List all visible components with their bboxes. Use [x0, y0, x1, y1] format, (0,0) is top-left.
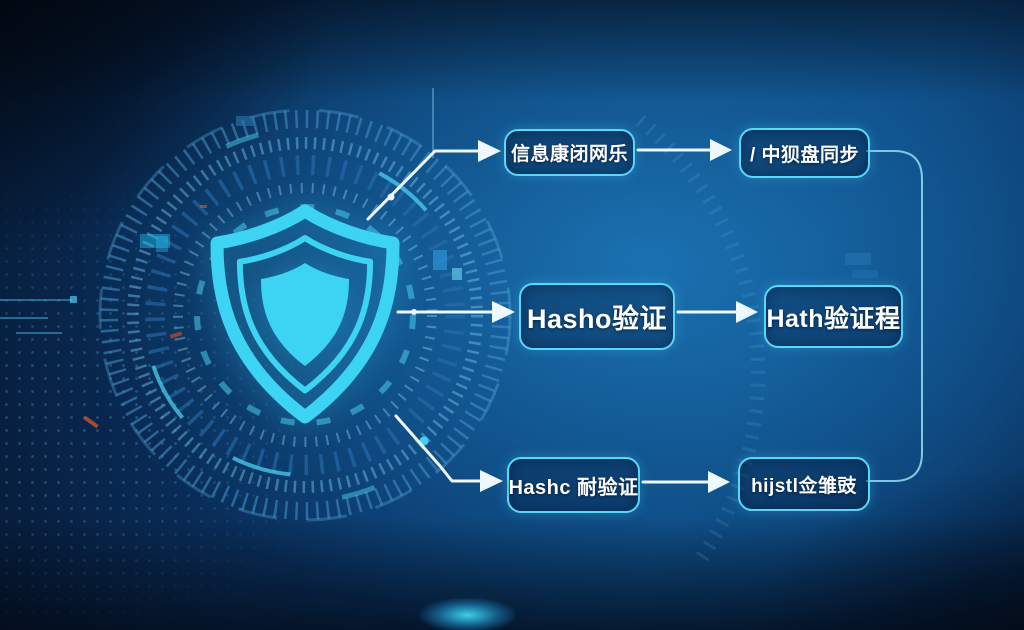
line-bead	[411, 309, 417, 315]
shield-icon	[210, 204, 400, 424]
flow-box-row1-source: 信息康闭网乐	[504, 129, 635, 176]
flow-box-label: / 中狈盘同步	[749, 144, 860, 166]
line-bead	[387, 193, 395, 201]
flow-box-label: Hasho验证	[526, 304, 668, 334]
arrowhead-bottom	[480, 470, 503, 492]
flow-box-row2-source: Hasho验证	[519, 283, 675, 350]
flow-box-label: 信息康闭网乐	[510, 144, 628, 165]
flow-box-row3-source: Hashc 耐验证	[507, 457, 640, 513]
circuit-lines	[0, 296, 77, 334]
flow-box-label: Hashc 耐验证	[508, 476, 639, 499]
flow-box-label: hijstl佥雏豉	[751, 475, 857, 497]
flow-box-label: Hath验证程	[766, 304, 901, 333]
flow-box-row1-target: / 中狈盘同步	[739, 128, 870, 178]
flow-box-row3-target: hijstl佥雏豉	[738, 457, 870, 511]
arrowhead-top	[478, 140, 501, 162]
flow-box-row2-target: Hath验证程	[764, 285, 903, 348]
